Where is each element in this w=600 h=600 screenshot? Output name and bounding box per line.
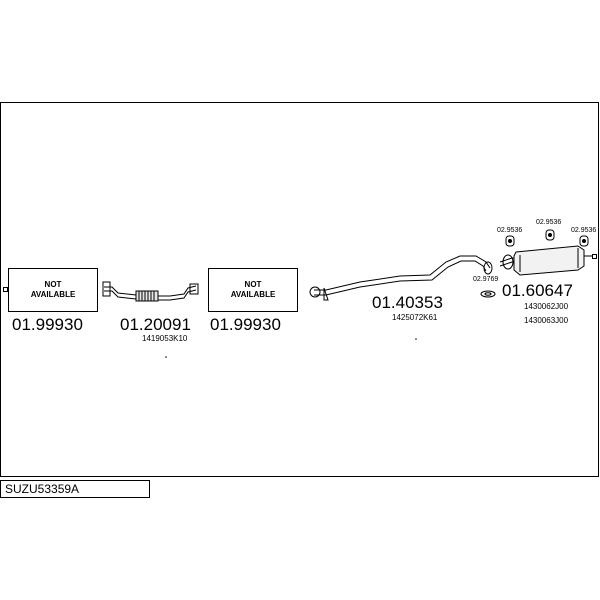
- front-pipe-drawing: [102, 281, 199, 302]
- connector-left: [3, 287, 8, 292]
- diagram-code-label: SUZU53359A: [0, 480, 150, 498]
- part-number-3[interactable]: 01.99930: [210, 315, 281, 334]
- part-ref-5b: 1430063J00: [524, 316, 569, 325]
- accessory-label-4[interactable]: 02.9769: [473, 276, 499, 283]
- not-available-box-2: NOT AVAILABLE: [208, 268, 298, 312]
- rear-silencer-drawing: [499, 245, 592, 276]
- diagram-frame: [0, 102, 599, 477]
- part-number-5[interactable]: 01.60647: [502, 281, 573, 300]
- part-ref-2: 1419053K10: [142, 334, 188, 343]
- part-number-4[interactable]: 01.40353: [372, 293, 443, 312]
- gasket-drawing: [480, 290, 496, 298]
- accessory-label-1[interactable]: 02.9536: [497, 227, 523, 234]
- available-label: AVAILABLE: [230, 290, 276, 299]
- not-label: NOT: [244, 280, 262, 289]
- not-label: NOT: [44, 280, 62, 289]
- part-ref-4: 1425072K61: [392, 313, 438, 322]
- part-number-1[interactable]: 01.99930: [12, 315, 83, 334]
- accessory-label-3[interactable]: 02.9536: [571, 227, 597, 234]
- part-number-2[interactable]: 01.20091: [120, 315, 191, 334]
- part-ref-5a: 1430062J00: [524, 302, 569, 311]
- available-label: AVAILABLE: [30, 290, 76, 299]
- accessory-label-2[interactable]: 02.9536: [536, 219, 562, 226]
- not-available-box-1: NOT AVAILABLE: [8, 268, 98, 312]
- middle-pipe-drawing: [309, 255, 493, 301]
- rubber-mount-drawing: [505, 229, 589, 247]
- connector-right: [592, 254, 597, 259]
